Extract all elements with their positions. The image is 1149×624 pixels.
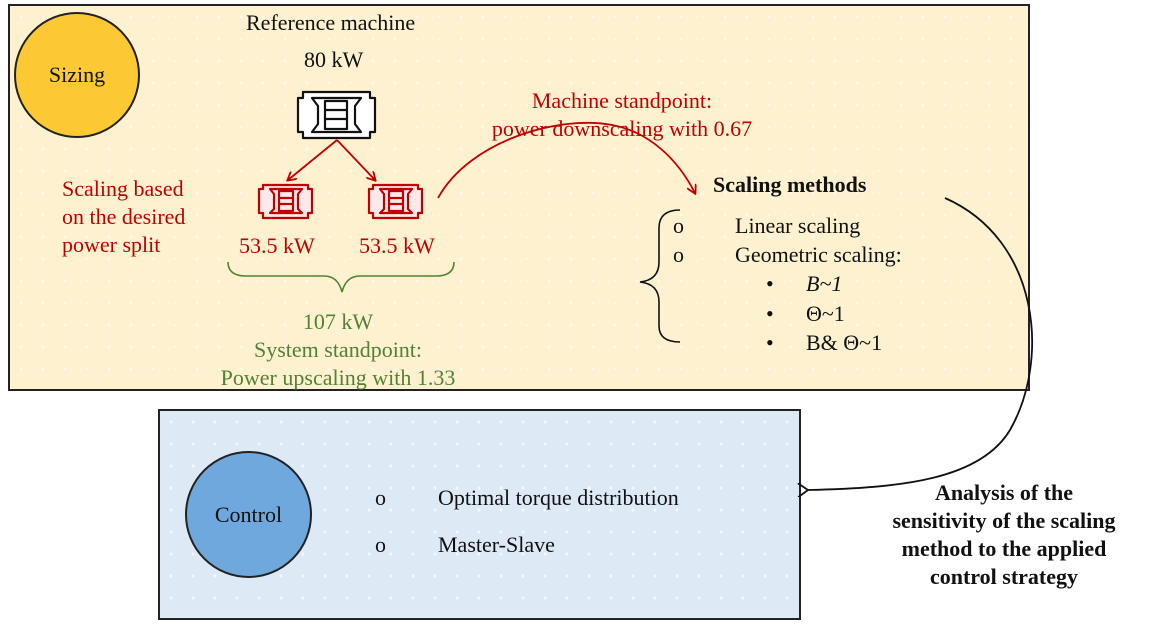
sizing-panel <box>8 4 1030 391</box>
reference-machine-power: 80 kW <box>304 47 364 72</box>
method-linear-scaling: Linear scaling <box>735 213 861 238</box>
machine-standpoint-line1: Machine standpoint: <box>531 88 713 113</box>
split-text-line3: power split <box>62 232 161 257</box>
analysis-line2: sensitivity of the scaling <box>892 508 1116 533</box>
sizing-circle-label: Sizing <box>48 62 106 87</box>
method-geometric-scaling: Geometric scaling: <box>735 242 902 267</box>
sub-method-bullet: • <box>766 330 774 355</box>
sub-method-bullet: • <box>766 271 774 296</box>
split-text-line2: on the desired <box>62 204 186 229</box>
sub-method-theta: Θ~1 <box>806 301 845 326</box>
analysis-line4: control strategy <box>929 564 1079 589</box>
sub-method-b: B~1 <box>806 271 843 296</box>
methods-brace <box>639 209 681 343</box>
system-standpoint-line1: System standpoint: <box>253 337 423 362</box>
scaling-methods-title: Scaling methods <box>713 172 867 197</box>
control-item-master-slave: Master-Slave <box>438 532 555 557</box>
sub-method-bullet: • <box>766 301 774 326</box>
control-circle-label: Control <box>214 501 283 527</box>
total-power: 107 kW <box>302 309 374 334</box>
motor-right-power: 53.5 kW <box>359 233 435 258</box>
machine-standpoint-line2: power downscaling with 0.67 <box>491 116 753 141</box>
control-item-optimal-torque: Optimal torque distribution <box>438 485 679 510</box>
split-arrow-left <box>288 139 338 180</box>
system-power-brace <box>227 261 455 293</box>
control-bullet: o <box>375 485 386 510</box>
methods-to-analysis-arrow <box>808 197 1033 490</box>
motor-left-power: 53.5 kW <box>239 233 315 258</box>
analysis-line3: method to the applied <box>901 536 1107 561</box>
control-circle: Control <box>185 451 312 578</box>
sub-method-b-theta: B& Θ~1 <box>806 330 883 355</box>
analysis-line1: Analysis of the <box>934 480 1074 505</box>
sizing-circle: Sizing <box>14 12 140 138</box>
split-arrow-right <box>336 139 375 180</box>
reference-machine-title: Reference machine <box>246 10 416 35</box>
system-standpoint-line2: Power upscaling with 1.33 <box>220 365 456 390</box>
method-bullet: o <box>673 213 684 238</box>
machine-to-methods-arrow <box>437 121 695 199</box>
control-bullet: o <box>375 532 386 557</box>
split-text-line1: Scaling based <box>62 176 184 201</box>
reference-motor-icon <box>296 90 377 140</box>
motor-right-icon <box>367 183 424 220</box>
method-bullet: o <box>673 242 684 267</box>
motor-left-icon <box>257 183 314 220</box>
